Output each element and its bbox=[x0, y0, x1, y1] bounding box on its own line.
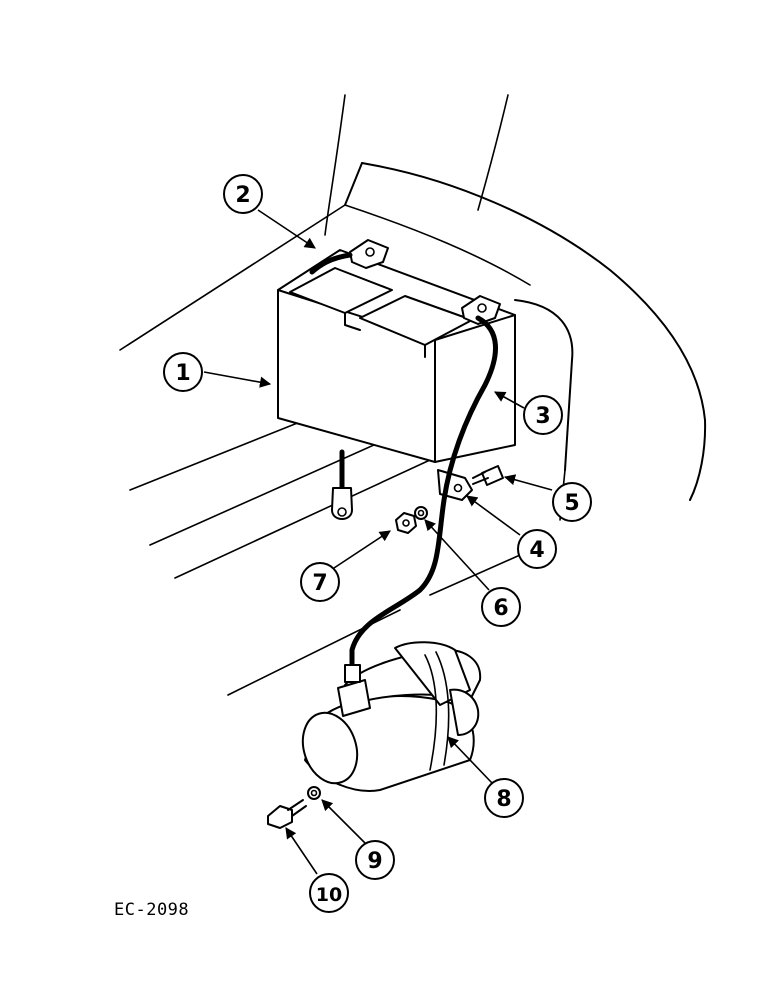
callout-1: 1 bbox=[163, 352, 203, 392]
cables bbox=[309, 252, 498, 675]
callout-9-label: 9 bbox=[367, 849, 382, 874]
hardware bbox=[267, 465, 504, 829]
callout-2-label: 2 bbox=[235, 183, 250, 208]
callout-1-label: 1 bbox=[175, 361, 190, 386]
callout-8-label: 8 bbox=[496, 787, 511, 812]
callout-10-label: 10 bbox=[316, 884, 342, 906]
callout-9: 9 bbox=[355, 840, 395, 880]
callout-4-label: 4 bbox=[529, 538, 544, 563]
callout-10: 10 bbox=[309, 873, 349, 913]
callout-6: 6 bbox=[481, 587, 521, 627]
callout-5-label: 5 bbox=[564, 491, 579, 516]
callout-8: 8 bbox=[484, 778, 524, 818]
callout-5: 5 bbox=[552, 482, 592, 522]
reference-code: EC-2098 bbox=[114, 900, 190, 920]
callout-7: 7 bbox=[300, 562, 340, 602]
callout-4: 4 bbox=[517, 529, 557, 569]
callout-leaders bbox=[203, 209, 553, 875]
starter-motor bbox=[301, 641, 482, 792]
callout-3-label: 3 bbox=[535, 404, 550, 429]
callout-6-label: 6 bbox=[493, 596, 508, 621]
callout-7-label: 7 bbox=[312, 571, 327, 596]
battery bbox=[277, 239, 516, 501]
callout-3: 3 bbox=[523, 395, 563, 435]
callout-2: 2 bbox=[223, 174, 263, 214]
